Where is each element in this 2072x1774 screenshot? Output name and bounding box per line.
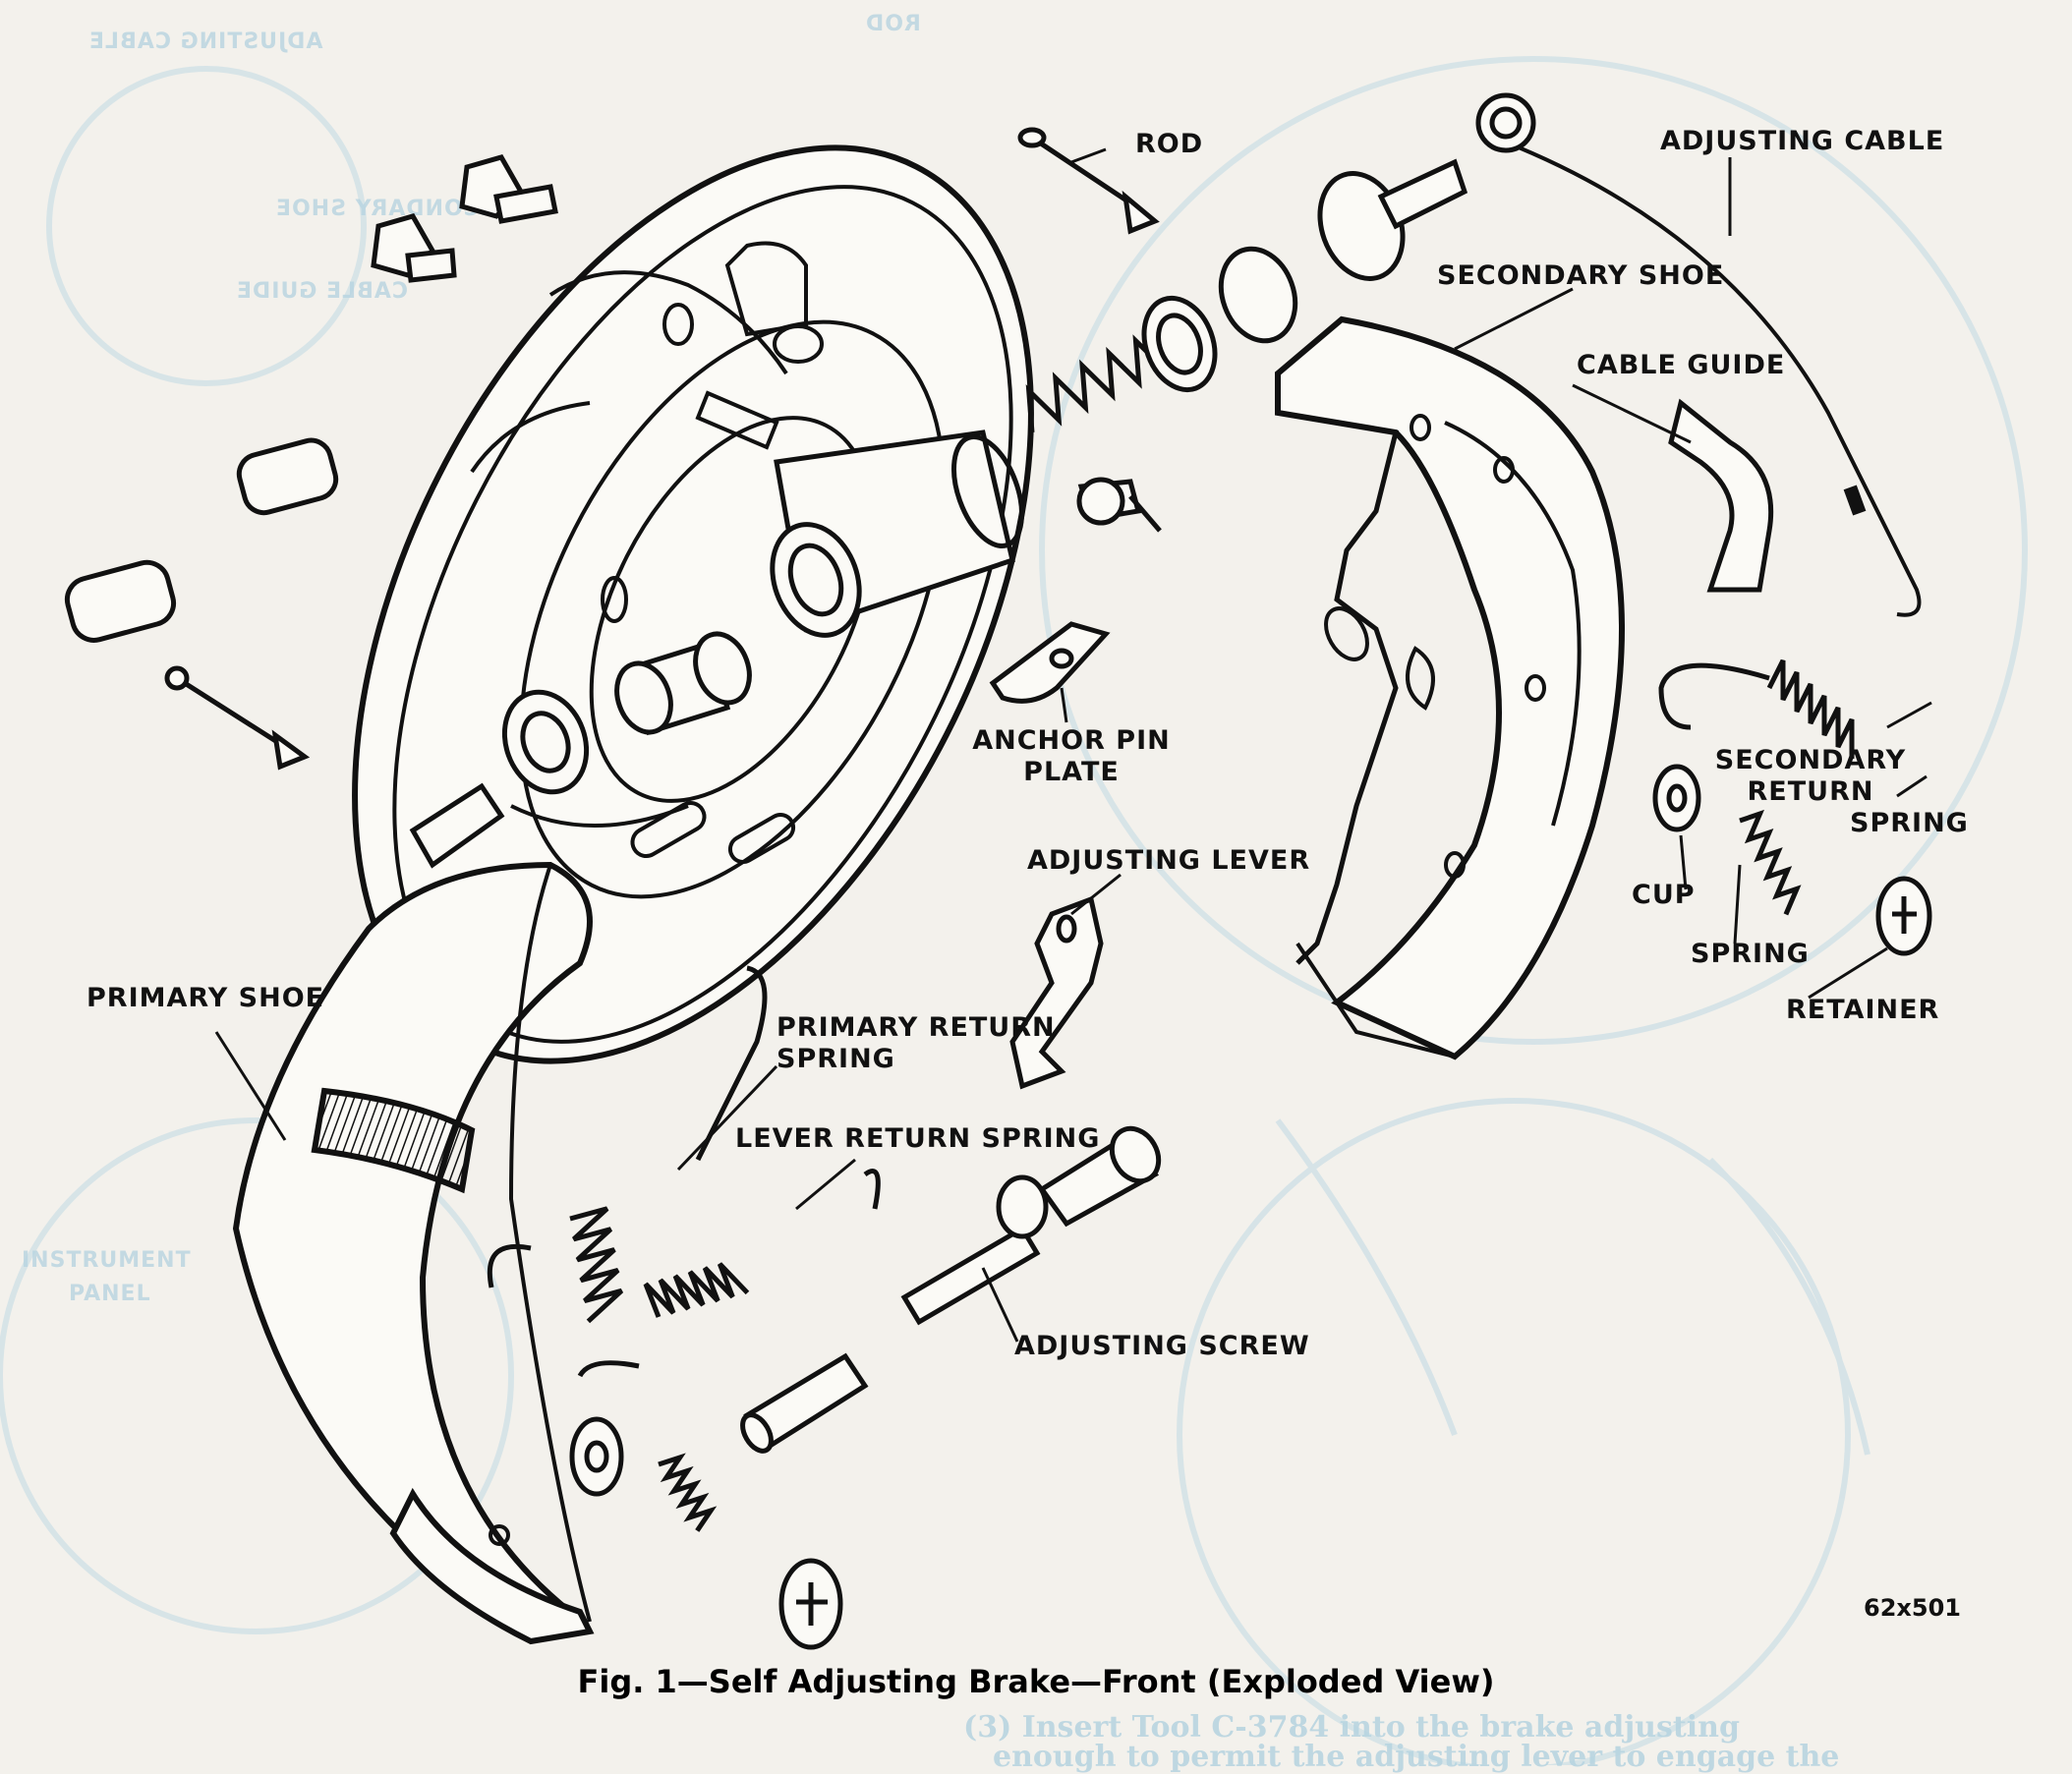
leader-lines [214, 147, 1932, 1343]
label-primary-shoe: PRIMARY SHOE [86, 983, 325, 1013]
label-adjusting-lever: ADJUSTING LEVER [1027, 845, 1311, 876]
label-lever-return-spring: LEVER RETURN SPRING [735, 1123, 1101, 1154]
label-anchor-pin-plate-line2: PLATE [1023, 757, 1120, 787]
label-rod: ROD [1135, 129, 1204, 159]
figure-caption: Fig. 1—Self Adjusting Brake—Front (Explo… [577, 1663, 1495, 1700]
small-parts [64, 92, 1932, 1650]
cable-crimp [1843, 485, 1867, 516]
bleed-through-drawing [0, 56, 2028, 1765]
wheel-cylinder-parts [409, 522, 862, 869]
label-secondary-return-spring: SECONDARY RETURN SPRING [1712, 745, 1969, 839]
adjusting-cable-wire [1518, 145, 1922, 617]
label-anchor-pin-plate-line1: ANCHOR PIN [972, 725, 1171, 756]
label-primary-return-spring-line1: PRIMARY RETURN [777, 1012, 1056, 1043]
label-spring-right: SPRING [1691, 939, 1810, 969]
label-cable-guide: CABLE GUIDE [1577, 350, 1786, 380]
label-anchor-pin-plate: ANCHOR PIN PLATE [953, 725, 1189, 788]
ghost-body-text-1: (3) Insert Tool C-3784 into the brake ad… [963, 1710, 1740, 1745]
label-retainer-right: RETAINER [1786, 995, 1940, 1025]
primary-shoe [232, 861, 595, 1645]
label-secondary-shoe: SECONDARY SHOE [1437, 260, 1725, 291]
label-secondary-return-spring-line2: RETURN [1747, 776, 1874, 807]
label-primary-return-spring: PRIMARY RETURN SPRING [777, 1012, 1056, 1075]
label-primary-return-spring-line2: SPRING [777, 1044, 895, 1074]
label-cup-right: CUP [1632, 880, 1696, 910]
label-secondary-return-spring-line1: SECONDARY [1714, 745, 1907, 775]
springs [487, 334, 1855, 1532]
label-adjusting-cable: ADJUSTING CABLE [1660, 126, 1945, 156]
ghost-instrument: INSTRUMENT [22, 1248, 192, 1273]
secondary-shoe [1275, 315, 1625, 1060]
label-secondary-return-spring-line3: SPRING [1850, 808, 1969, 838]
figure-number: 62x501 [1864, 1594, 1961, 1622]
label-adjusting-screw: ADJUSTING SCREW [1014, 1331, 1310, 1361]
ghost-panel: PANEL [69, 1282, 151, 1306]
